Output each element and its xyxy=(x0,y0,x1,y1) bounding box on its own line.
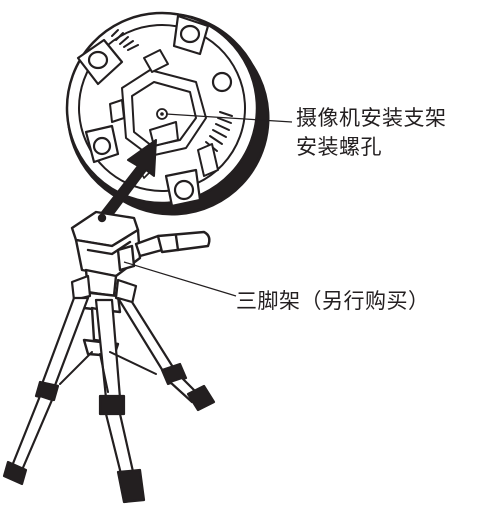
label-camera-mount-hole-line2: 安装螺孔 xyxy=(296,135,382,159)
vent-slot xyxy=(119,36,129,45)
lug-hole-top-right xyxy=(179,24,201,44)
tripod xyxy=(2,210,216,504)
brace-right xyxy=(109,351,157,375)
leg-center-lower xyxy=(104,412,136,480)
tripod-pan-head xyxy=(70,210,142,278)
tripod-leg-right xyxy=(116,296,216,412)
vent-slot xyxy=(127,44,139,51)
vent-slot xyxy=(219,111,233,117)
screw-hole-center xyxy=(160,112,164,116)
leg-center-clamp xyxy=(98,394,126,416)
tripod-leg-left xyxy=(2,296,90,486)
clip-top xyxy=(143,49,169,73)
clip-right xyxy=(197,143,219,177)
lug-hole-bottom-left xyxy=(92,136,112,156)
leader-line-tripod xyxy=(123,261,237,297)
head-screw xyxy=(97,213,107,223)
vent-slot xyxy=(115,32,124,41)
vent-slot xyxy=(111,29,119,37)
vent-slot xyxy=(212,129,227,138)
tripod-leg-braces xyxy=(59,351,157,393)
leg-left-lower xyxy=(10,394,54,472)
mount-screw-hole xyxy=(156,108,168,120)
leg-right-foot xyxy=(186,384,216,412)
brace-left xyxy=(59,351,93,385)
label-tripod: 三脚架（另行购买） xyxy=(236,287,430,316)
lug-hole-top-left xyxy=(87,50,109,70)
clip-left xyxy=(109,99,125,123)
head-body-detail xyxy=(86,240,132,256)
camera-mount-bracket xyxy=(65,11,270,216)
leg-left-upper xyxy=(40,296,90,390)
label-camera-mount-hole: 摄像机安装支架 安装螺孔 xyxy=(296,104,447,162)
bracket-lugs xyxy=(76,14,233,208)
vent-slot xyxy=(217,117,232,124)
label-camera-mount-hole-line1: 摄像机安装支架 xyxy=(296,106,447,130)
brace-center xyxy=(99,353,109,393)
label-tripod-text: 三脚架（另行购买） xyxy=(236,289,430,313)
lug-hole-bottom-right xyxy=(173,179,195,201)
vent-slot xyxy=(215,123,230,131)
leg-right-upper xyxy=(116,296,178,378)
leg-left-foot xyxy=(2,460,28,486)
leg-pivot-left xyxy=(70,274,92,302)
leg-center-foot xyxy=(116,468,146,504)
leader-line-mount-hole xyxy=(165,113,293,123)
head-knob xyxy=(116,244,136,272)
handle-grip xyxy=(156,230,211,254)
vent-slot xyxy=(123,40,134,48)
handle-grip-line xyxy=(174,234,180,252)
tripod-pan-handle xyxy=(134,230,211,258)
lug-hole-right xyxy=(211,71,233,93)
vent-slot xyxy=(209,135,223,145)
